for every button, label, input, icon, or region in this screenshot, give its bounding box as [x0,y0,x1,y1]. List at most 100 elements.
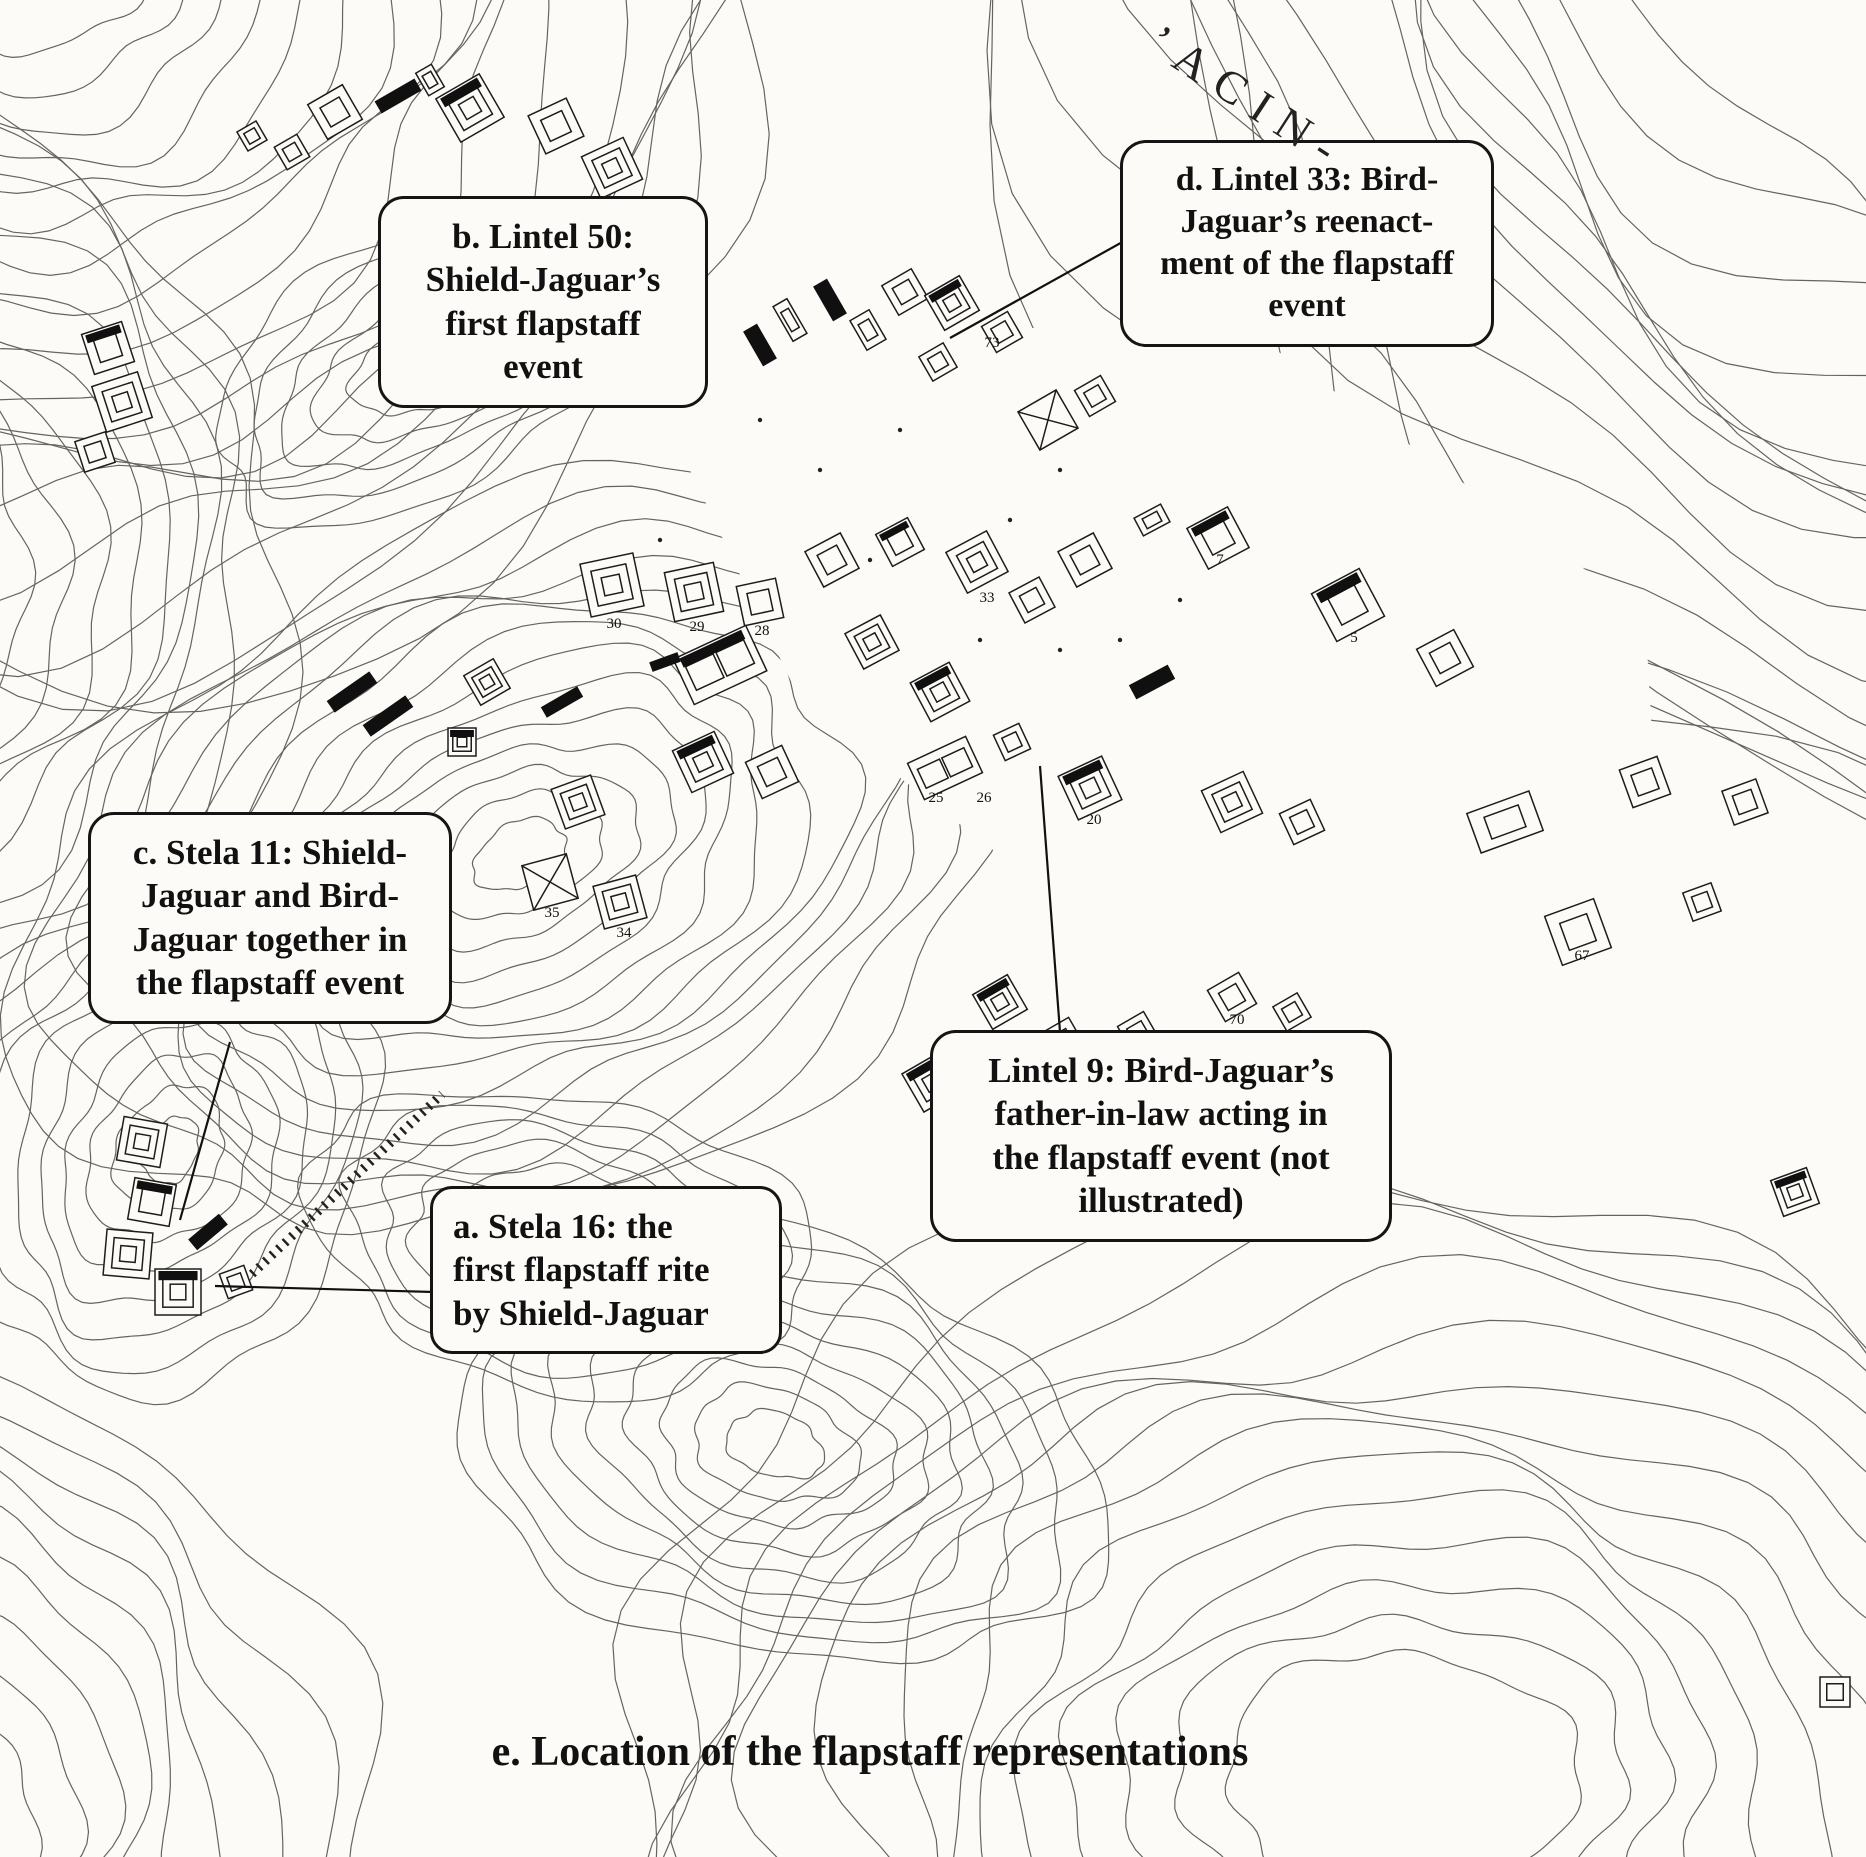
structure [1465,790,1545,854]
plaza-area [690,328,1665,972]
structure [663,561,725,623]
leader-line [178,1041,232,1221]
structure [735,577,785,627]
structure-number-label: 30 [607,616,622,632]
elevation-dot [977,637,983,643]
elevation-dot [867,557,873,563]
figure-caption: e. Location of the flapstaff representat… [491,1729,1249,1775]
structure [743,323,777,367]
structure [813,278,847,322]
structure [126,1176,178,1228]
structure [188,1213,228,1251]
structure [414,63,446,97]
structure [235,119,269,153]
structure [580,136,644,200]
callout-a-stela-16: a. Stela 16: the first flapstaff rite by… [430,1186,782,1355]
structure [980,310,1024,354]
structure [326,671,378,713]
structure-number-label: 35 [545,905,560,921]
structure [154,1268,202,1316]
structure [992,722,1032,762]
structure-number-label: 67 [1575,948,1591,964]
structure [1200,770,1264,834]
elevation-dot [897,427,903,433]
structure [923,274,981,332]
structure [971,973,1029,1031]
leader-line [1038,765,1062,1033]
structure [671,730,735,794]
structure-number-label: 29 [690,619,705,635]
stairway-marks [248,1090,446,1278]
structure [73,430,117,474]
callout-b-lintel-50: b. Lintel 50: Shield-Jaguar’s first flap… [378,196,708,408]
structure-number-label: 33 [980,590,995,606]
structure [874,516,926,568]
structure [80,320,136,376]
structure [1016,388,1080,452]
structure-number-label: 7 [1216,552,1224,568]
elevation-dot [1007,517,1013,523]
structure [527,97,585,155]
structure [803,531,861,589]
structure [1007,575,1057,625]
elevation-dot [657,537,663,543]
structure [1720,777,1770,827]
elevation-dot [1057,647,1063,653]
structure-number-label: 70 [1230,1012,1245,1028]
structure [1543,897,1613,967]
structure-number-label: 28 [755,623,770,639]
structure [1271,991,1313,1033]
structure [772,297,808,343]
structure [115,1115,169,1169]
structure [1278,798,1326,846]
structure [848,308,888,352]
structure [1056,531,1114,589]
structure [520,852,580,912]
structure [880,267,930,317]
structure [1133,503,1171,537]
structure [550,774,606,830]
structure [1415,628,1475,688]
structure [462,657,512,707]
leader-line [949,239,1127,339]
structure [1618,755,1672,809]
structure [1206,971,1258,1023]
callout-d-lintel-33: d. Lintel 33: Bird- Jaguar’s reenact- me… [1120,140,1494,347]
structure-number-label: 26 [977,790,993,806]
structure [306,83,364,141]
structure [434,72,506,144]
structure [540,686,584,718]
structure [843,613,901,671]
structure-number-label: 34 [617,925,633,941]
callout-c-stela-11: c. Stela 11: Shield- Jaguar and Bird- Ja… [88,812,452,1024]
elevation-dot [757,417,763,423]
structure [909,661,971,723]
structure [273,133,311,171]
structure [944,529,1010,595]
elevation-dot [1117,637,1123,643]
structure-number-label: 73 [985,335,1000,351]
structure [917,341,959,383]
structure [579,552,645,618]
callout-lintel-9: Lintel 9: Bird-Jaguar’s father-in-law ac… [930,1030,1392,1242]
structure [1128,664,1176,700]
structure [374,78,422,114]
structure [102,1228,154,1280]
structure [1057,755,1123,821]
structure-number-label: 25 [929,790,944,806]
structure [1681,881,1723,923]
structure [672,624,768,706]
structure-number-label: 20 [1087,812,1102,828]
structure [447,727,477,757]
structure [1310,567,1386,643]
elevation-dot [1057,467,1063,473]
structure [649,652,681,672]
structure [218,1264,254,1300]
structure [592,874,648,930]
elevation-dot [1177,597,1183,603]
structure [1185,505,1251,571]
elevation-dot [817,467,823,473]
structure [744,744,800,800]
